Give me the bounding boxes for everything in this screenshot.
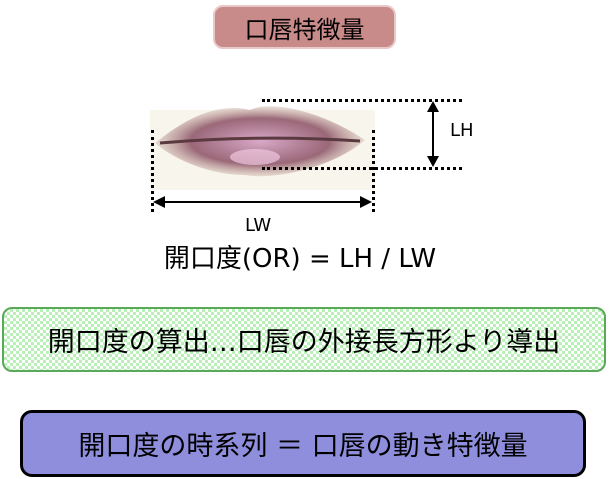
lw-arrow [153,196,372,208]
right-bound-line [372,130,375,212]
left-bound-line [151,130,154,212]
lw-label: LW [245,215,272,236]
opening-ratio-formula: 開口度(OR) = LH / LW [163,244,437,274]
summary-text: 開口度の時系列 ＝ 口唇の動き特徴量 [78,431,528,462]
lh-arrow [427,101,439,167]
bottom-bound-line [262,167,462,170]
calculation-box: 開口度の算出…口唇の外接長方形より導出 [2,307,606,372]
top-bound-line [262,99,462,102]
title-text: 口唇特徴量 [244,15,365,44]
lips-image [150,106,375,190]
title-box: 口唇特徴量 [213,5,396,49]
calculation-text: 開口度の算出…口唇の外接長方形より導出 [47,327,561,358]
lh-label: LH [450,120,474,141]
summary-box: 開口度の時系列 ＝ 口唇の動き特徴量 [20,410,586,477]
